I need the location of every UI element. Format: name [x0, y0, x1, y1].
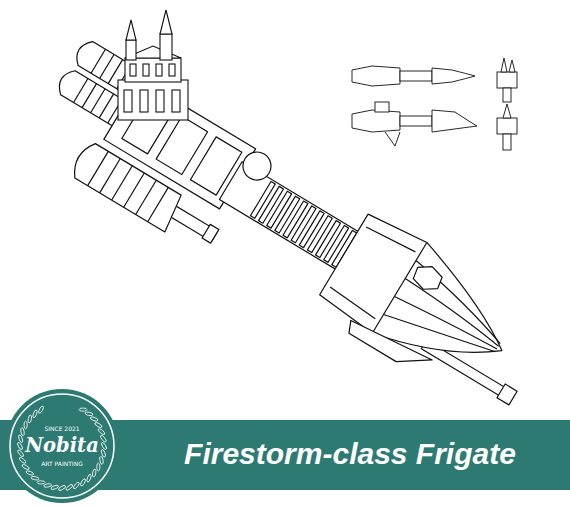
rear-view-keel — [503, 134, 511, 150]
wreath-leaf — [32, 410, 38, 419]
front-view-spire — [501, 58, 507, 72]
lance-rib — [136, 180, 157, 214]
logo-caption: SINCE 2021 — [44, 425, 79, 433]
wreath-leaf — [28, 415, 33, 423]
front-view-spire — [509, 60, 515, 72]
wreath-leaf — [20, 427, 25, 435]
wreath-leaf — [24, 421, 27, 429]
title-text: Firestorm-class Frigate — [140, 436, 560, 472]
wreath-leaf — [90, 416, 99, 422]
tower-hall — [125, 58, 181, 82]
engine-rib — [91, 89, 105, 113]
lance-rib — [88, 151, 109, 185]
tower-window — [172, 90, 180, 112]
wreath-leaf — [73, 481, 81, 489]
engine-rib — [91, 49, 105, 73]
wreath-leaf — [85, 412, 93, 417]
tower-window — [169, 64, 175, 76]
tower-window — [130, 64, 136, 76]
wreath-leaf — [100, 435, 108, 443]
dome — [238, 147, 276, 185]
lance-rib — [148, 187, 169, 221]
tower-window — [156, 64, 162, 76]
prow-turret — [410, 260, 446, 295]
spire — [126, 20, 136, 40]
keel — [345, 314, 432, 377]
front-view-hull — [497, 72, 517, 88]
spire-base — [160, 34, 172, 60]
engine-rib — [100, 54, 114, 78]
side-view-stern — [352, 110, 400, 132]
wreath-leaf — [79, 408, 87, 411]
wreath-leaf — [99, 456, 104, 464]
wreath-leaf — [21, 464, 30, 471]
wreath-leaf — [58, 485, 67, 492]
wreath-leaf — [101, 442, 108, 451]
tower-window — [140, 90, 148, 112]
tower-window — [156, 90, 164, 112]
wreath-leaf — [86, 474, 92, 483]
wreath-leaf — [65, 484, 73, 492]
wreath-leaf — [31, 476, 39, 481]
front-view-keel — [503, 88, 511, 102]
top-view-prow — [432, 68, 475, 84]
top-view-spine — [400, 71, 432, 81]
engine-rib — [99, 94, 113, 118]
nose-muzzle — [497, 384, 517, 405]
badge-ring — [10, 394, 114, 498]
lance-rib — [112, 166, 133, 200]
wreath-leaf — [92, 469, 97, 477]
wreath-leaf — [80, 478, 87, 487]
wreath-leaf — [26, 470, 35, 476]
badge-text: SINCE 2021NobitaART PAINTING — [26, 414, 98, 478]
lance-rib — [124, 173, 145, 207]
side-view-keel — [385, 132, 400, 146]
wreath-leaf — [18, 457, 26, 465]
side-view-tower — [375, 102, 389, 112]
rear-view-tower — [503, 104, 511, 118]
logo-caption: ART PAINTING — [41, 460, 83, 468]
logo-name: Nobita — [25, 432, 99, 460]
engine-rib — [82, 84, 96, 108]
prow-panel — [328, 224, 415, 319]
engine-rib — [74, 78, 88, 102]
spire-base — [126, 40, 136, 60]
tower-windows — [124, 64, 180, 112]
spire — [160, 10, 172, 34]
wreath-leaf — [17, 449, 25, 457]
wreath-leaf — [17, 442, 24, 451]
lance-muzzle — [202, 224, 219, 243]
tower-window — [143, 64, 149, 76]
lance-rib — [100, 159, 121, 193]
wreath-leaf — [37, 481, 45, 484]
prow — [317, 209, 530, 395]
tower-base — [118, 80, 188, 120]
side-view-spine — [400, 116, 432, 126]
tower-window — [124, 90, 132, 112]
frigate-hull — [21, 38, 559, 430]
wreath-leaf — [38, 405, 45, 414]
side-view-prow — [432, 110, 477, 132]
badge-circle — [5, 389, 119, 503]
wreath-leaf — [97, 463, 100, 471]
logo-badge: SINCE 2021NobitaART PAINTING — [4, 388, 120, 504]
prow-line — [402, 260, 515, 343]
wreath-leaf — [94, 422, 103, 429]
prow-line — [400, 278, 504, 346]
wreath-leaf — [43, 483, 51, 488]
ortho-views — [352, 58, 517, 150]
cathedral-tower — [118, 10, 188, 120]
rear-view-hull — [497, 118, 517, 134]
top-view-stern — [352, 66, 400, 86]
